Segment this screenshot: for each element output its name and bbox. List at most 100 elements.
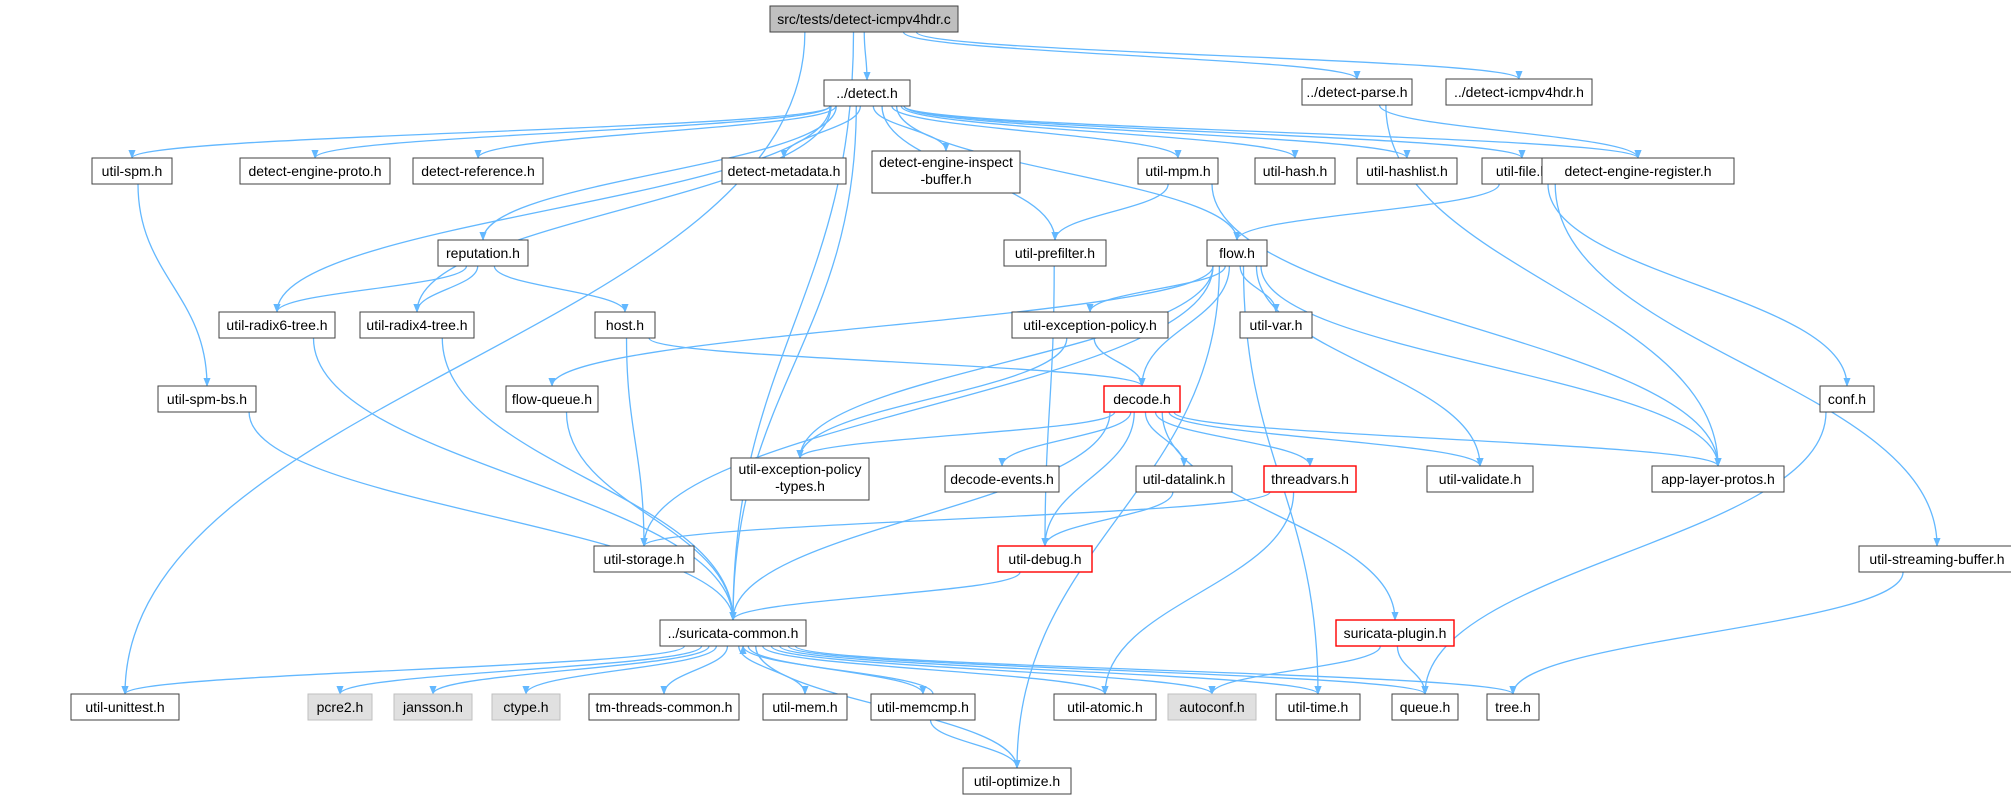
node-label: tree.h [1495, 699, 1531, 715]
node-detect-engine-proto[interactable]: detect-engine-proto.h [239, 157, 391, 185]
node-box [1651, 465, 1785, 493]
node-label: jansson.h [402, 699, 463, 715]
node-box [1137, 157, 1219, 185]
node-box [91, 157, 173, 185]
edge-threadvars-to-util-atomic [1101, 491, 1295, 695]
node-detect-metadata[interactable]: detect-metadata.h [721, 157, 847, 185]
node-util-exception-policy-types[interactable]: util-exception-policy-types.h [730, 457, 870, 501]
node-detect-icmpv4hdr[interactable]: ../detect-icmpv4hdr.h [1445, 78, 1593, 106]
node-box [359, 311, 475, 339]
node-box [437, 239, 529, 267]
edge-root-to-detect [863, 31, 871, 81]
node-util-memcmp[interactable]: util-memcmp.h [870, 693, 976, 721]
node-util-prefilter[interactable]: util-prefilter.h [1003, 239, 1107, 267]
node-suricata-plugin[interactable]: suricata-plugin.h [1335, 619, 1455, 647]
node-reputation[interactable]: reputation.h [437, 239, 529, 267]
node-app-layer-protos[interactable]: app-layer-protos.h [1651, 465, 1785, 493]
file-nodes: src/tests/detect-icmpv4hdr.c ../detect.h.… [70, 5, 2011, 795]
node-detect-engine-inspect-buffer[interactable]: detect-engine-inspect-buffer.h [871, 150, 1021, 194]
node-util-streaming-buffer[interactable]: util-streaming-buffer.h [1858, 545, 2011, 573]
node-util-optimize[interactable]: util-optimize.h [962, 767, 1072, 795]
node-label: util-streaming-buffer.h [1869, 551, 2004, 567]
node-util-radix4-tree[interactable]: util-radix4-tree.h [359, 311, 475, 339]
node-util-validate[interactable]: util-validate.h [1426, 465, 1534, 493]
edge-detect-to-suricata-common [729, 105, 857, 621]
node-box [1239, 311, 1313, 339]
node-label: util-optimize.h [974, 773, 1060, 789]
edge-util-datalink-to-util-debug [1041, 491, 1174, 547]
node-host[interactable]: host.h [594, 311, 656, 339]
node-label: autoconf.h [1179, 699, 1244, 715]
node-util-var[interactable]: util-var.h [1239, 311, 1313, 339]
node-label: util-mem.h [772, 699, 837, 715]
node-threadvars[interactable]: threadvars.h [1263, 465, 1357, 493]
node-box [1426, 465, 1534, 493]
node-util-storage[interactable]: util-storage.h [593, 545, 695, 573]
edge-flow-to-util-validate [1255, 265, 1484, 467]
node-tree[interactable]: tree.h [1486, 693, 1540, 721]
edge-suricata-common-to-util-unittest [121, 645, 686, 695]
node-util-datalink[interactable]: util-datalink.h [1135, 465, 1233, 493]
edge-util-exception-policy-to-decode [1093, 337, 1146, 387]
node-conf[interactable]: conf.h [1819, 385, 1875, 413]
node-detect[interactable]: ../detect.h [823, 79, 911, 107]
node-box [1135, 465, 1233, 493]
node-detect-parse[interactable]: ../detect-parse.h [1301, 78, 1413, 106]
node-label: ../detect-icmpv4hdr.h [1454, 84, 1584, 100]
node-util-mpm[interactable]: util-mpm.h [1137, 157, 1219, 185]
node-label: ../detect-parse.h [1306, 84, 1407, 100]
node-label: -types.h [775, 478, 825, 494]
node-box [1445, 78, 1593, 106]
edge-flow-to-flow-queue [548, 265, 1214, 387]
node-box [870, 693, 976, 721]
node-label: detect-reference.h [421, 163, 535, 179]
node-ctype[interactable]: ctype.h [491, 693, 561, 721]
node-label: flow.h [1219, 245, 1255, 261]
node-tm-threads-common[interactable]: tm-threads-common.h [588, 693, 740, 721]
node-label: decode-events.h [950, 471, 1054, 487]
edge-util-file-to-flow [1233, 183, 1500, 241]
node-label: detect-engine-proto.h [248, 163, 381, 179]
edge-suricata-common-to-ctype [522, 645, 718, 695]
edge-util-debug-to-suricata-common [729, 571, 1021, 621]
node-jansson[interactable]: jansson.h [393, 693, 473, 721]
node-util-time[interactable]: util-time.h [1275, 693, 1361, 721]
node-util-spm[interactable]: util-spm.h [91, 157, 173, 185]
node-label: util-file.h [1496, 163, 1548, 179]
node-box [659, 619, 807, 647]
node-util-exception-policy[interactable]: util-exception-policy.h [1011, 311, 1169, 339]
node-label: detect-metadata.h [728, 163, 841, 179]
node-label: reputation.h [446, 245, 520, 261]
node-util-debug[interactable]: util-debug.h [997, 545, 1093, 573]
edge-root-to-detect-parse [902, 31, 1361, 80]
node-util-hash[interactable]: util-hash.h [1254, 157, 1336, 185]
edge-decode-to-util-validate [1168, 411, 1484, 467]
edge-util-memcmp-to-suricata-common [739, 645, 934, 695]
node-label: util-var.h [1250, 317, 1303, 333]
node-label: decode.h [1113, 391, 1171, 407]
node-util-hashlist[interactable]: util-hashlist.h [1356, 157, 1458, 185]
edge-util-prefilter-to-util-debug [1041, 265, 1055, 547]
node-queue[interactable]: queue.h [1391, 693, 1459, 721]
node-box [1167, 693, 1257, 721]
node-util-unittest[interactable]: util-unittest.h [70, 693, 180, 721]
node-suricata-common[interactable]: ../suricata-common.h [659, 619, 807, 647]
node-util-mem[interactable]: util-mem.h [762, 693, 848, 721]
node-detect-engine-register[interactable]: detect-engine-register.h [1541, 157, 1735, 185]
node-decode-events[interactable]: decode-events.h [944, 465, 1060, 493]
node-autoconf[interactable]: autoconf.h [1167, 693, 1257, 721]
node-util-spm-bs[interactable]: util-spm-bs.h [157, 385, 257, 413]
node-detect-reference[interactable]: detect-reference.h [412, 157, 544, 185]
node-pcre2[interactable]: pcre2.h [307, 693, 373, 721]
node-util-atomic[interactable]: util-atomic.h [1053, 693, 1157, 721]
node-label: pcre2.h [317, 699, 364, 715]
node-label: util-storage.h [604, 551, 685, 567]
dependency-edges [121, 31, 1941, 769]
node-decode[interactable]: decode.h [1103, 385, 1181, 413]
node-flow[interactable]: flow.h [1206, 239, 1268, 267]
node-label: conf.h [1828, 391, 1866, 407]
node-util-radix6-tree[interactable]: util-radix6-tree.h [218, 311, 336, 339]
node-root[interactable]: src/tests/detect-icmpv4hdr.c [769, 5, 959, 33]
node-flow-queue[interactable]: flow-queue.h [505, 385, 599, 413]
